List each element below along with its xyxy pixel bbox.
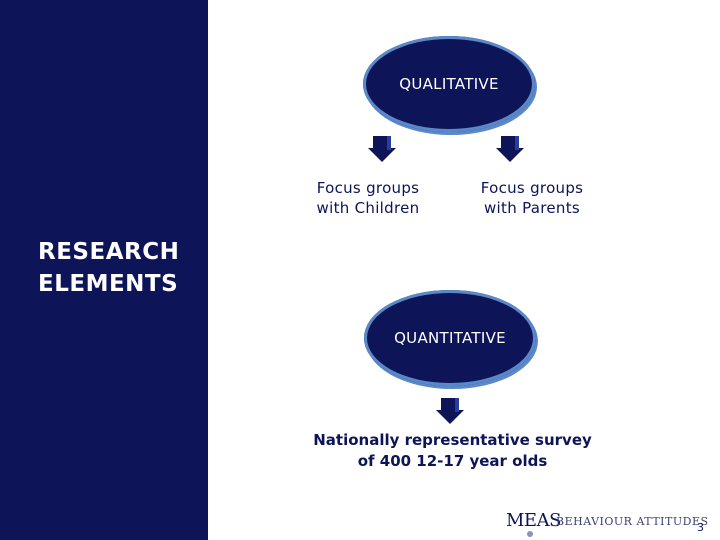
behaviour-attitudes-logo: BEHAVIOUR ATTITUDES xyxy=(556,515,709,528)
down-arrow-icon xyxy=(436,398,464,424)
down-arrow-icon xyxy=(496,136,524,162)
quantitative-label: QUANTITATIVE xyxy=(391,329,509,347)
quantitative-oval: QUANTITATIVE xyxy=(364,290,536,386)
meas-logo: MEAS xyxy=(506,510,561,531)
focus-groups-parents-line-1: Focus groups xyxy=(480,179,584,197)
focus-groups-children-line-1: Focus groups xyxy=(316,179,420,197)
section-title-line-1: RESEARCH xyxy=(38,239,180,265)
section-title-line-2: ELEMENTS xyxy=(38,271,179,297)
meas-logo-dot xyxy=(527,531,533,537)
focus-groups-parents: Focus groups with Parents xyxy=(466,178,598,218)
section-title: RESEARCH ELEMENTS xyxy=(38,236,179,300)
page-number: 3 xyxy=(697,521,704,534)
sidebar-panel: RESEARCH ELEMENTS xyxy=(0,0,208,540)
qualitative-oval: QUALITATIVE xyxy=(363,36,535,132)
qualitative-label: QUALITATIVE xyxy=(396,75,502,93)
focus-groups-children: Focus groups with Children xyxy=(302,178,434,218)
focus-groups-parents-line-2: with Parents xyxy=(483,199,581,217)
down-arrow-icon xyxy=(368,136,396,162)
survey-line-1: Nationally representative survey xyxy=(313,431,592,449)
survey-description: Nationally representative survey of 400 … xyxy=(300,430,605,472)
survey-line-2: of 400 12-17 year olds xyxy=(357,452,548,470)
focus-groups-children-line-2: with Children xyxy=(316,199,420,217)
